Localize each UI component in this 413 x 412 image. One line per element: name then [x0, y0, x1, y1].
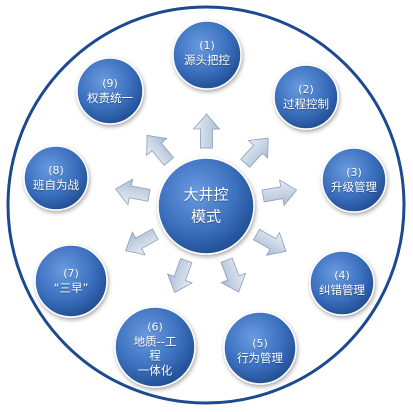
node-6-text-2: 程	[149, 348, 161, 363]
node-2-number: (2)	[298, 82, 314, 96]
node-7-text: “三早”	[53, 280, 89, 295]
arrow-to-n8	[114, 178, 151, 206]
node-7-circle	[34, 244, 108, 318]
node-6-circle	[114, 306, 196, 388]
arrow-to-n6	[166, 257, 193, 294]
arrow-to-n4	[252, 228, 287, 256]
node-2-label: (2) 过程控制	[283, 83, 329, 111]
node-2-text: 过程控制	[283, 96, 329, 111]
node-7-label: (7) “三早”	[54, 267, 89, 295]
node-7-number: (7)	[63, 266, 79, 280]
arrow-to-n7	[125, 228, 159, 256]
arrow-to-n1	[192, 113, 221, 149]
node-3-text: 升级管理	[331, 179, 377, 194]
node-3-number: (3)	[346, 165, 362, 179]
arrow-to-n5	[220, 257, 247, 293]
node-5-number: (5)	[252, 336, 268, 350]
node-8-label: (8) 班自为战	[33, 164, 79, 192]
node-6-number: (6)	[147, 320, 163, 334]
node-4-label: (4) 纠错管理	[319, 269, 365, 297]
center-circle	[157, 157, 255, 255]
arrow-to-n3	[261, 179, 298, 207]
arrow-to-n2	[240, 137, 269, 168]
node-8-text: 班自为战	[33, 177, 79, 192]
node-2-circle	[273, 64, 339, 130]
node-5-text: 行为管理	[237, 350, 283, 365]
node-9-text: 权责统一	[87, 90, 133, 105]
node-6-text-1: 地质--工	[133, 334, 177, 349]
center-line-2: 模式	[190, 207, 222, 225]
node-6-label: (6) 地质--工 程 一体化	[134, 321, 177, 378]
node-5-circle	[223, 311, 297, 385]
node-4-text: 纠错管理	[319, 282, 365, 297]
node-1-label: (1) 源头把控	[184, 39, 230, 67]
node-8-number: (8)	[48, 163, 64, 177]
node-1-number: (1)	[199, 38, 215, 52]
node-9-circle	[76, 57, 144, 125]
node-1-circle	[172, 20, 242, 90]
node-4-circle	[309, 250, 375, 316]
node-4-number: (4)	[334, 268, 350, 282]
node-9-label: (9) 权责统一	[87, 77, 133, 105]
node-5-label: (5) 行为管理	[237, 337, 283, 365]
node-9-number: (9)	[102, 76, 118, 90]
node-8-circle	[23, 145, 89, 211]
node-3-circle	[321, 147, 387, 213]
center-label: 大井控 模式	[183, 184, 228, 228]
node-3-label: (3) 升级管理	[331, 166, 377, 194]
node-6-text-3: 一体化	[137, 363, 173, 378]
node-1-text: 源头把控	[184, 52, 230, 67]
arrow-to-n9	[146, 134, 175, 166]
center-line-1: 大井控	[183, 185, 229, 204]
